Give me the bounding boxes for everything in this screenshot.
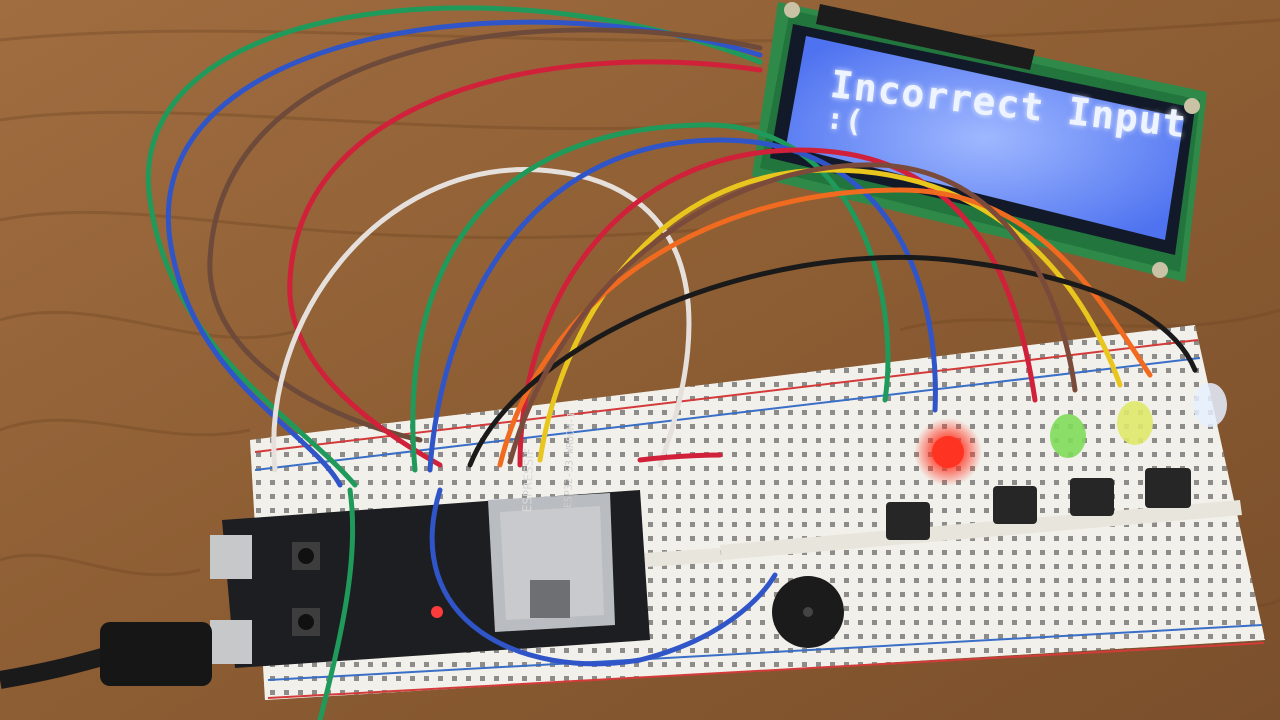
lcd-module [752,2,1207,282]
green-led [1050,414,1086,458]
push-button-1 [886,502,930,540]
push-buttons [886,468,1191,540]
usb-cable [0,622,212,689]
push-button-4 [1145,468,1191,508]
push-button-3 [1070,478,1114,516]
lcd-line-2: :( [824,101,866,141]
red-led [932,436,964,468]
push-button-2 [993,486,1037,524]
esp32-board [210,490,650,668]
leds [914,383,1227,486]
jumper-wires [145,5,1198,720]
module-brand: ESPRESSIF [520,448,537,513]
white-led [1193,383,1227,427]
yellow-led [1117,401,1153,445]
